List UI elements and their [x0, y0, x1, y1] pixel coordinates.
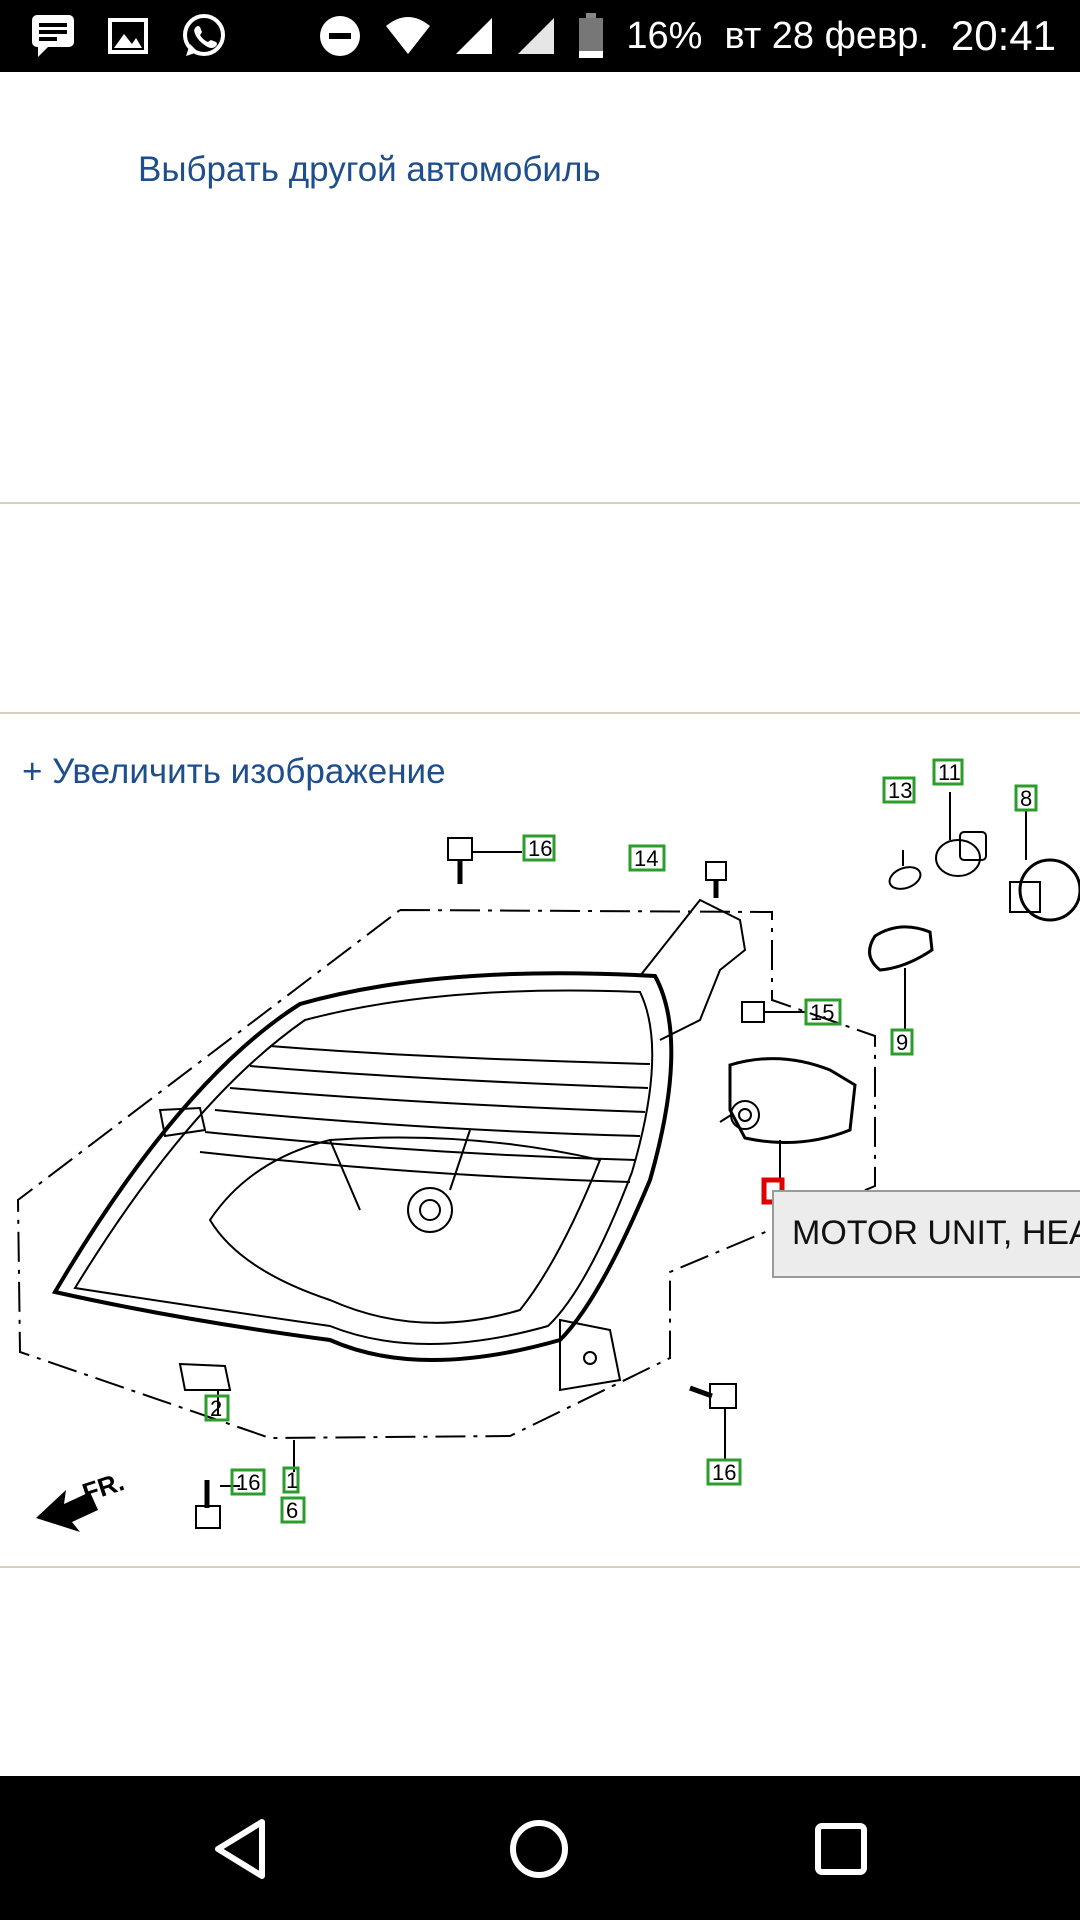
callout-16-bottom-left[interactable] [230, 1468, 266, 1496]
dnd-icon [320, 16, 361, 56]
part-tooltip: MOTOR UNIT, HEA [772, 1190, 1080, 1278]
recents-icon[interactable] [808, 1816, 874, 1882]
bolt-bottom-left [195, 1480, 240, 1529]
callout-9[interactable] [890, 1028, 914, 1056]
callout-2[interactable] [204, 1394, 230, 1422]
status-time: 20:41 [950, 12, 1056, 59]
signal-icon [456, 18, 493, 54]
callout-6[interactable] [280, 1496, 306, 1524]
direction-arrow-icon [36, 1490, 98, 1532]
callout-8[interactable] [1014, 784, 1038, 812]
callout-16-top-label: 16 [528, 836, 552, 861]
zoom-image-link[interactable]: + Увеличить изображение [22, 752, 446, 791]
reflector [208, 1136, 602, 1324]
status-date: вт 28 февр. [724, 14, 929, 57]
callout-14[interactable] [628, 844, 666, 872]
status-bar: 16% вт 28 февр. 20:41 [0, 0, 1080, 72]
divider-3 [0, 1566, 1080, 1568]
callout-16-top[interactable] [522, 834, 556, 862]
callout-14-label: 14 [634, 846, 658, 871]
clip-2 [178, 1362, 232, 1391]
callout-2-label: 2 [210, 1396, 222, 1421]
callout-16-bottom-right-label: 16 [712, 1460, 736, 1485]
battery-percent: 16% [626, 14, 703, 57]
callout-15[interactable] [804, 998, 842, 1026]
divider-2 [0, 712, 1080, 714]
screw-top [447, 837, 473, 884]
socket-8 [1009, 810, 1080, 922]
navigation-bar [0, 1776, 1080, 1920]
choose-other-car-link[interactable]: Выбрать другой автомобиль [138, 150, 601, 189]
callout-6-label: 6 [286, 1498, 298, 1523]
callout-16-bottom-left-label: 16 [236, 1470, 260, 1495]
gallery-icon [108, 18, 148, 54]
divider-1 [0, 502, 1080, 504]
callout-15-label: 15 [810, 1000, 834, 1025]
callout-16-bottom-right[interactable] [706, 1458, 742, 1486]
callout-13[interactable] [882, 776, 916, 804]
back-icon[interactable] [208, 1816, 274, 1882]
callout-13-label: 13 [888, 778, 912, 803]
whatsapp-icon [183, 14, 225, 56]
clip-15 [741, 1001, 765, 1023]
direction-label: FR. [79, 1466, 128, 1507]
wifi-icon [386, 17, 431, 54]
bulb-13 [888, 866, 922, 890]
message-icon [32, 15, 74, 57]
bulb-9 [868, 925, 934, 1030]
battery-icon [579, 13, 604, 58]
signal2-icon [518, 18, 555, 54]
socket-11 [935, 792, 987, 877]
bolt-14 [705, 861, 727, 898]
bolt-bottom-right [689, 1383, 737, 1460]
callout-11[interactable] [932, 758, 964, 786]
callout-1-label: 1 [286, 1468, 298, 1493]
motor-unit-part [719, 1057, 857, 1180]
callout-8-label: 8 [1020, 786, 1032, 811]
home-icon[interactable] [506, 1816, 572, 1882]
callout-11-label: 11 [938, 760, 961, 785]
headlight-housing [51, 971, 674, 1362]
callout-1[interactable] [282, 1466, 300, 1494]
parts-diagram: FR. 16 14 13 11 8 15 9 2 16 1 6 16 [16, 758, 1080, 1532]
callout-9-label: 9 [896, 1030, 908, 1055]
